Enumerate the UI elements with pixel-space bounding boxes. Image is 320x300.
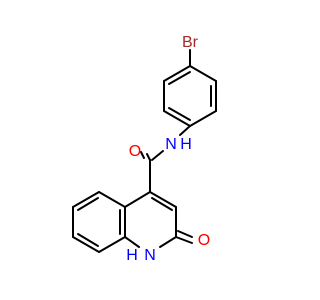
bond-c4-c4a <box>124 191 151 208</box>
bond-c5-c6 <box>72 191 100 208</box>
bond-benzo-double3 <box>77 233 99 247</box>
bond-c4-c3 <box>149 191 177 208</box>
bromophenyl-group <box>163 49 217 127</box>
bond-c4a-c5 <box>98 191 126 208</box>
atom-bromine-label: Br <box>182 34 199 51</box>
bond-ring-a1 <box>189 65 217 82</box>
bond-n-carbonyl <box>151 150 164 161</box>
atom-amide-nitrogen-label: N <box>165 136 177 153</box>
atom-amide-hydrogen-label: H <box>180 136 192 153</box>
molecule-structure: Br N H O N H O <box>72 34 217 264</box>
bond-carbonyl-o-2 <box>146 153 151 161</box>
bond-c2-o-double <box>177 230 193 238</box>
atom-carbonyl-oxygen-label: O <box>129 143 141 160</box>
bond-c7-c8 <box>72 236 100 253</box>
bond-ring-a3 <box>189 110 217 127</box>
atom-ring-nitrogen-label: N <box>144 247 156 264</box>
bond-c4-c3-double <box>151 197 173 211</box>
bond-ring-a-double2 <box>168 107 191 121</box>
bond-c2-n1 <box>159 236 177 248</box>
atom-ring-hydrogen-label: H <box>126 247 138 264</box>
bond-benzo-double2 <box>77 197 99 211</box>
bond-carbonyl-o-1 <box>140 151 145 159</box>
amide-linkage <box>140 125 191 193</box>
bond-ring-a6 <box>163 65 191 82</box>
bond-n1-c8a <box>124 236 140 248</box>
bond-c2-o <box>175 236 193 244</box>
bond-ring-a4 <box>163 110 191 127</box>
bond-c8-c8a <box>98 236 126 253</box>
quinolinone-core <box>72 191 193 253</box>
atom-lactam-oxygen-label: O <box>198 232 210 249</box>
bond-ring-a-double3 <box>168 71 191 85</box>
bond-aryl-n <box>179 125 191 136</box>
